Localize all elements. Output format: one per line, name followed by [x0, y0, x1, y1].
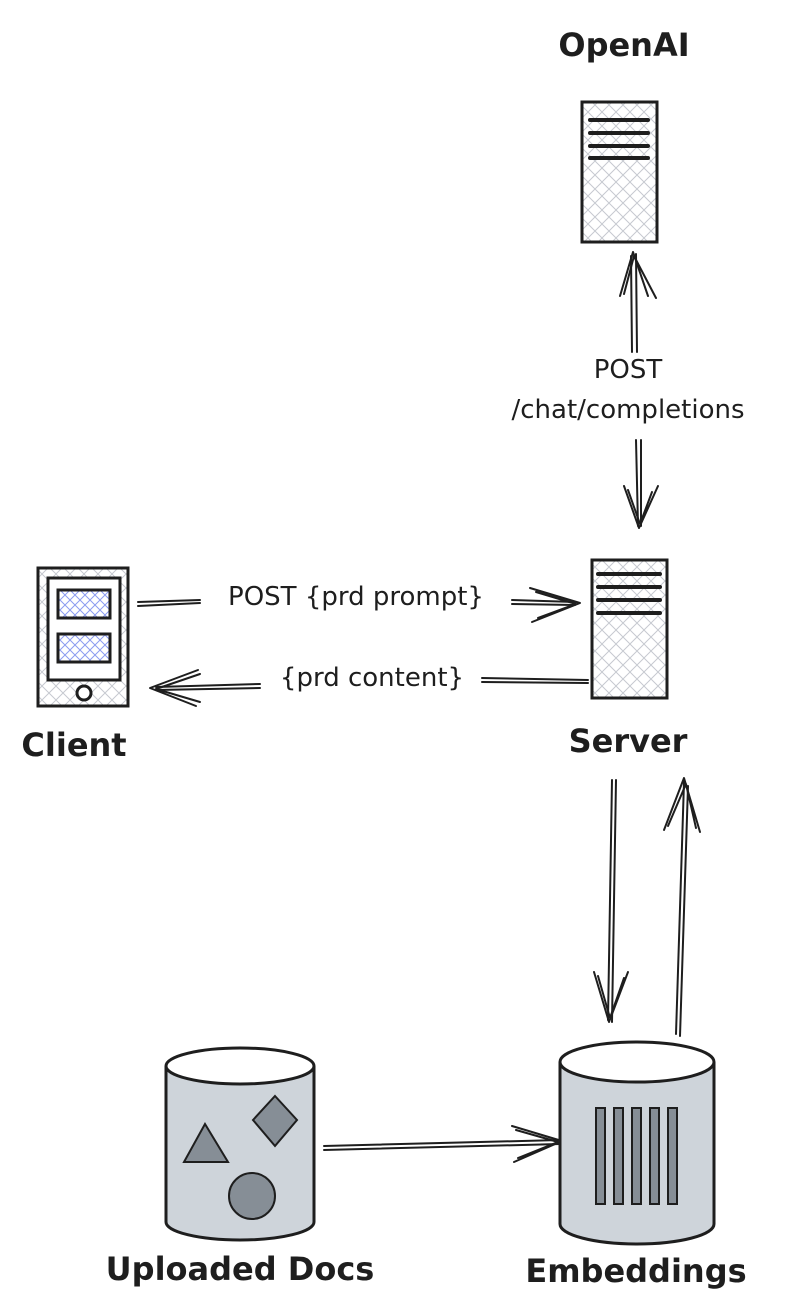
client-phone-icon — [36, 566, 130, 708]
openai-node: OpenAI — [558, 26, 690, 244]
embeddings-label: Embeddings — [525, 1252, 746, 1290]
server-to-client-arrow — [149, 669, 589, 707]
embeddings-database-icon — [558, 1040, 716, 1246]
openai-edge-label-path: /chat/completions — [511, 395, 744, 425]
client-to-server-label: POST {prd prompt} — [228, 582, 484, 612]
openai-server-icon — [580, 100, 659, 244]
client-node: Client — [21, 566, 130, 764]
openai-edge-label-method: POST — [594, 355, 663, 385]
embeddings-node: Embeddings — [525, 1040, 747, 1290]
client-to-server-arrow — [137, 587, 581, 623]
server-to-client-label: {prd content} — [280, 663, 464, 693]
vector-bar-icon — [649, 1107, 660, 1205]
server-openai-arrows — [619, 251, 659, 529]
circle-shape-icon — [228, 1172, 276, 1220]
vector-bar-icon — [631, 1107, 642, 1205]
triangle-shape-icon — [182, 1122, 230, 1163]
server-embeddings-arrows — [593, 777, 701, 1037]
server-node: Server — [569, 558, 688, 760]
uploaded-docs-node: Uploaded Docs — [106, 1046, 375, 1288]
uploaded-docs-database-icon — [164, 1046, 316, 1242]
docs-to-embeddings-arrow — [323, 1125, 563, 1163]
uploaded-docs-label: Uploaded Docs — [106, 1250, 375, 1288]
client-label: Client — [21, 726, 126, 764]
server-server-icon — [590, 558, 669, 700]
openai-label: OpenAI — [558, 26, 689, 64]
vector-bar-icon — [595, 1107, 606, 1205]
server-label: Server — [569, 722, 688, 760]
diamond-shape-icon — [251, 1094, 299, 1148]
vector-bar-icon — [667, 1107, 678, 1205]
vector-bar-icon — [613, 1107, 624, 1205]
